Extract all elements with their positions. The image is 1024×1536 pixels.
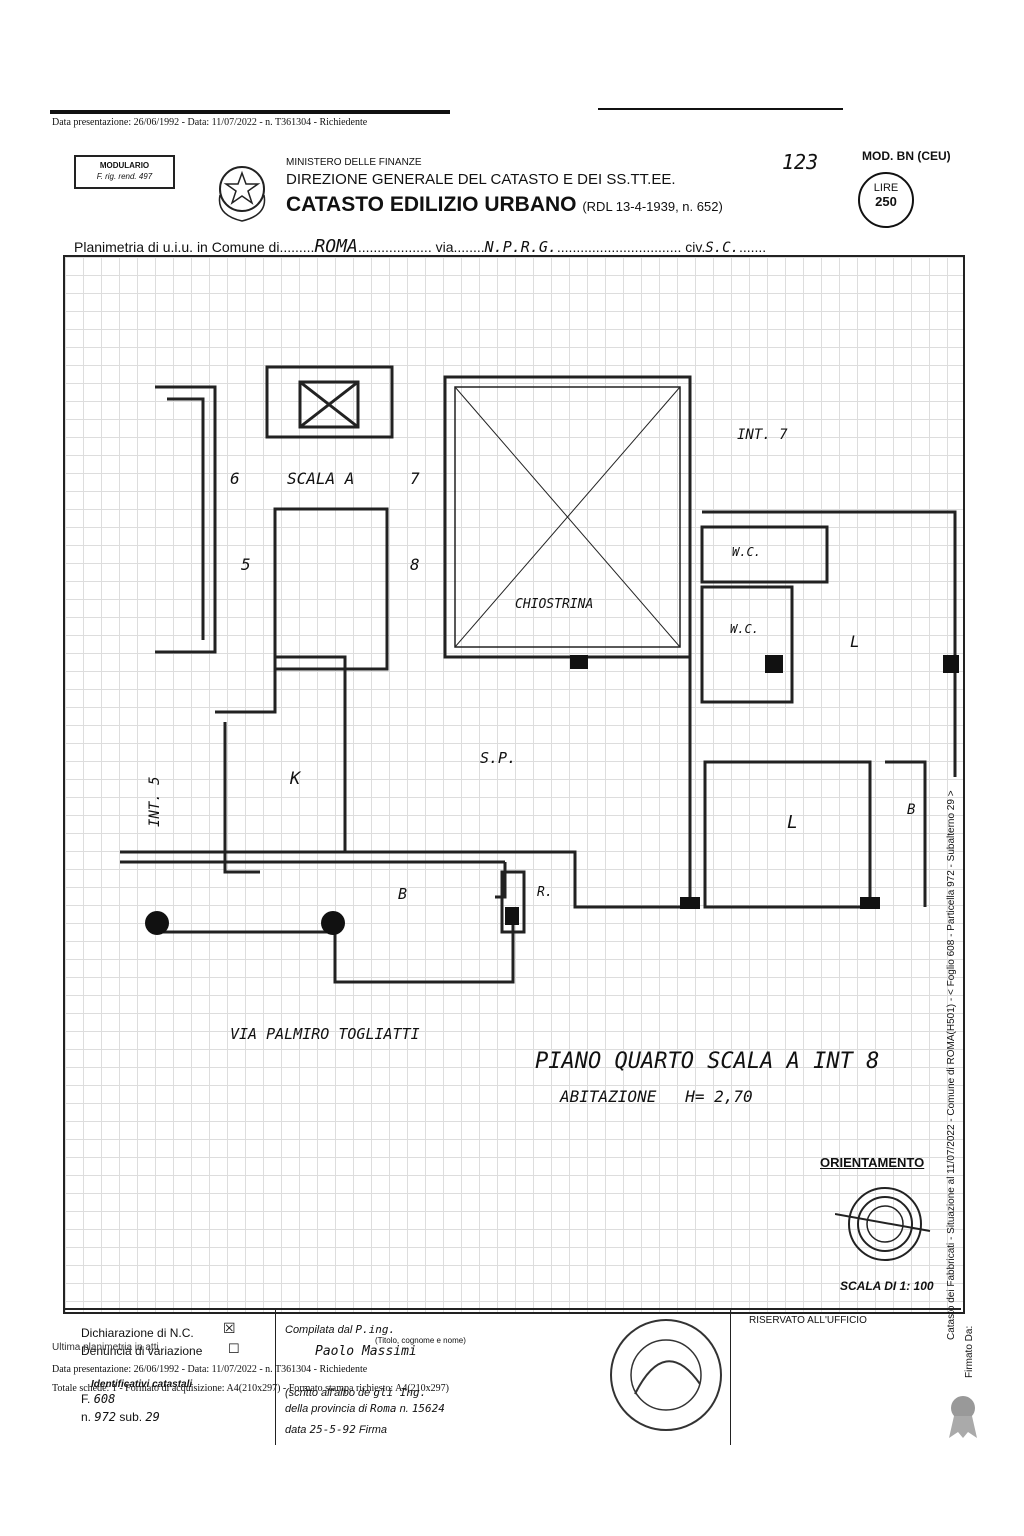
floor-plan-drawing	[120, 365, 959, 984]
compass-icon	[835, 1187, 931, 1261]
ministry-line2: DIREZIONE GENERALE DEL CATASTO E DEI SS.…	[286, 171, 676, 188]
label-wc2: W.C.	[730, 622, 759, 636]
label-n7: 7	[410, 469, 420, 488]
floor-title: PIANO QUARTO SCALA A INT 8	[535, 1049, 880, 1074]
top-rule	[50, 110, 450, 114]
footer-stamp-2: Data presentazione: 26/06/1992 - Data: 1…	[52, 1364, 368, 1375]
footer-identificativi: Dichiarazione di N.C. ☒ Denuncia di vari…	[63, 1310, 276, 1445]
footer-compilata: Compilata dal P.ing. (Titolo, cognome e …	[275, 1310, 731, 1445]
label-sp: S.P.	[480, 749, 517, 767]
ministry-line1: MINISTERO DELLE FINANZE	[286, 157, 422, 168]
label-b2: B	[398, 885, 408, 903]
side-signed-text: Firmato Da:	[964, 1325, 975, 1378]
label-n8: 8	[410, 555, 420, 574]
riservato-label: RISERVATO ALL'UFFICIO	[749, 1315, 867, 1326]
label-b1: B	[907, 802, 916, 818]
scala-label: SCALA DI 1: 100	[840, 1279, 934, 1293]
column-left	[145, 911, 169, 935]
footer-stamp-3: Totale schede: 1 - Formato di acquisizio…	[52, 1383, 449, 1394]
modulario-box: MODULARIO F. rig. rend. 497	[74, 155, 175, 189]
label-l1: L	[850, 632, 860, 651]
column-right	[321, 911, 345, 935]
floor-plan: INT. 7 6 SCALA A 7 5 8 W.C. W.C. CHIOSTR…	[63, 255, 965, 1314]
label-l2: L	[787, 812, 798, 833]
catasto-title: CATASTO EDILIZIO URBANO (RDL 13-4-1939, …	[286, 193, 723, 216]
header-stamp: Data presentazione: 26/06/1992 - Data: 1…	[52, 117, 368, 128]
label-wc1: W.C.	[732, 545, 761, 559]
checkbox-variazione: ☐	[228, 1341, 240, 1356]
handwritten-number: 123	[782, 150, 819, 174]
label-int7: INT. 7	[737, 427, 788, 443]
label-int5: INT. 5	[147, 776, 163, 827]
planimetria-line: Planimetria di u.i.u. in Comune di......…	[74, 236, 767, 257]
label-chiostrina: CHIOSTRINA	[515, 597, 594, 612]
label-n6: 6	[230, 469, 240, 488]
label-k: K	[290, 769, 301, 789]
floor-subtitle: ABITAZIONE H= 2,70	[560, 1087, 753, 1106]
orientamento-label: ORIENTAMENTO	[820, 1155, 925, 1170]
italy-emblem-icon	[218, 166, 266, 222]
checkbox-nc: ☒	[223, 1320, 236, 1336]
side-registry-text: Catasto dei Fabbricati - Situazione al 1…	[946, 790, 957, 1340]
footer-form: Dichiarazione di N.C. ☒ Denuncia di vari…	[63, 1308, 961, 1445]
engineer-seal-icon	[610, 1319, 722, 1431]
label-r: R.	[537, 885, 553, 900]
label-scala: SCALA A	[287, 469, 355, 488]
label-n5: 5	[241, 555, 251, 574]
top-rule-right	[598, 108, 843, 110]
ribbon-badge-icon	[949, 1396, 977, 1438]
street-name: VIA PALMIRO TOGLIATTI	[230, 1025, 420, 1043]
ultima-planimetria: Ultima planimetria in atti	[52, 1342, 159, 1353]
mod-code: MOD. BN (CEU)	[862, 149, 951, 163]
lire-stamp: LIRE 250	[858, 172, 914, 228]
